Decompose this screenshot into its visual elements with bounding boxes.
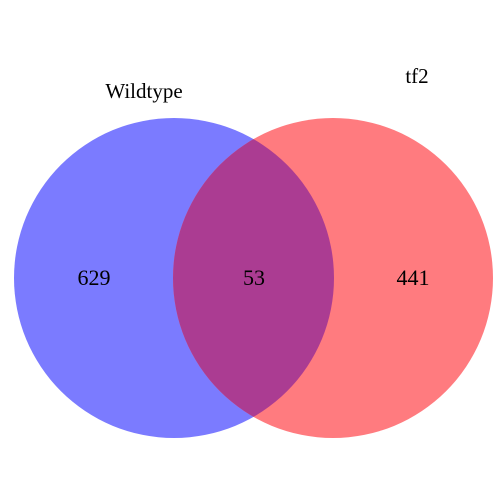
tf2-set-label: tf2 — [405, 64, 428, 88]
intersection-count: 53 — [243, 265, 265, 290]
intersection-region — [173, 118, 334, 438]
wildtype-set-label: Wildtype — [105, 79, 182, 103]
tf2-only-count: 441 — [397, 265, 430, 290]
wildtype-only-count: 629 — [78, 265, 111, 290]
